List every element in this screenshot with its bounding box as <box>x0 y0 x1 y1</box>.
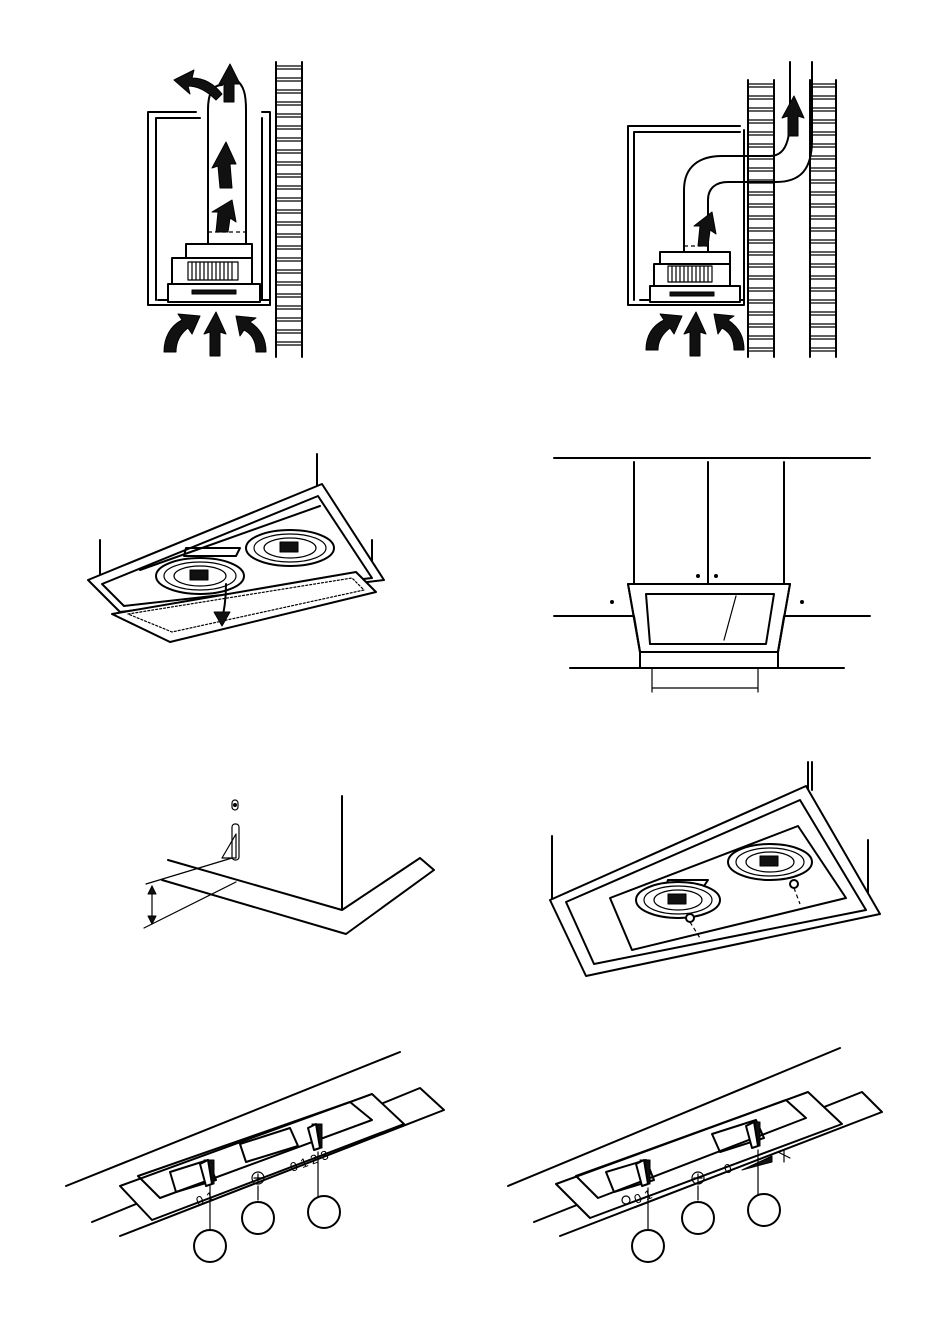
duct-rib <box>276 258 302 261</box>
duct-rib <box>748 156 774 159</box>
duct-rib <box>748 168 774 171</box>
duct-rib <box>810 216 836 219</box>
duct-rib <box>810 84 836 87</box>
cabinet-cutout-mounting-figure <box>554 458 870 692</box>
duct-rib <box>748 276 774 279</box>
duct-rib <box>810 168 836 171</box>
duct-rib <box>748 288 774 291</box>
duct-rib <box>276 138 302 141</box>
airflow-arrow-icon <box>164 64 266 356</box>
duct-rib <box>276 318 302 321</box>
callout-circle <box>682 1202 714 1234</box>
duct-rib <box>276 102 302 105</box>
duct-rib <box>810 240 836 243</box>
extractor-fan-icon <box>650 252 740 302</box>
duct-rib <box>748 84 774 87</box>
duct-rib <box>748 132 774 135</box>
callout-circle <box>632 1230 664 1262</box>
duct-rib <box>810 300 836 303</box>
callout-circle <box>242 1202 274 1234</box>
duct-rib <box>276 222 302 225</box>
indicator-lamp-icon <box>692 1172 704 1184</box>
duct-rib <box>748 108 774 111</box>
duct-rib <box>810 288 836 291</box>
extraction-offset-duct-figure <box>628 62 836 357</box>
height-dimension-icon <box>144 858 236 928</box>
duct-rib <box>810 336 836 339</box>
duct-rib <box>276 126 302 129</box>
duct-rib <box>276 198 302 201</box>
duct-rib <box>810 264 836 267</box>
indicator-lamp-icon <box>252 1172 264 1184</box>
duct-rib <box>748 336 774 339</box>
duct-rib <box>748 144 774 147</box>
control-panel-a-figure: 0 1 0 1 2 3 <box>66 1052 444 1262</box>
duct-rib <box>276 306 302 309</box>
duct-rib <box>276 270 302 273</box>
airflow-arrow-icon <box>646 96 804 356</box>
duct-rib <box>810 108 836 111</box>
duct-rib <box>276 114 302 117</box>
duct-rib <box>748 348 774 351</box>
duct-rib <box>276 234 302 237</box>
duct-rib-group <box>810 84 836 351</box>
duct-rib <box>748 216 774 219</box>
duct-rib <box>276 330 302 333</box>
duct-rib <box>276 150 302 153</box>
duct-rib <box>748 204 774 207</box>
duct-rib <box>276 294 302 297</box>
hood-screw-fixing-figure <box>550 762 880 976</box>
callout-circle <box>748 1194 780 1226</box>
duct-rib <box>748 324 774 327</box>
callout-circle <box>194 1230 226 1262</box>
duct-rib <box>810 324 836 327</box>
duct-rib <box>748 192 774 195</box>
duct-rib <box>810 96 836 99</box>
duct-rib <box>810 348 836 351</box>
duct-rib <box>748 264 774 267</box>
duct-rib <box>748 96 774 99</box>
extractor-fan-icon <box>168 244 260 302</box>
bracket-height-adjustment-figure <box>144 796 434 934</box>
duct-rib <box>810 204 836 207</box>
duct-rib <box>276 162 302 165</box>
cabinet-icon <box>610 462 804 668</box>
duct-rib <box>276 78 302 81</box>
duct-rib <box>748 300 774 303</box>
duct-rib <box>748 120 774 123</box>
duct-rib <box>810 144 836 147</box>
duct-rib <box>276 186 302 189</box>
duct-rib <box>748 228 774 231</box>
duct-rib <box>276 174 302 177</box>
duct-rib <box>810 120 836 123</box>
duct-rib <box>810 192 836 195</box>
grease-filter-removal-figure <box>88 454 384 642</box>
mounting-bracket-icon <box>222 800 239 860</box>
duct-rib <box>810 276 836 279</box>
duct-rib <box>276 66 302 69</box>
callout-circle <box>308 1196 340 1228</box>
duct-rib <box>748 312 774 315</box>
duct-rib <box>276 342 302 345</box>
duct-rib <box>810 312 836 315</box>
duct-rib <box>276 210 302 213</box>
duct-rib-group <box>276 66 302 345</box>
duct-rib <box>810 228 836 231</box>
duct-rib <box>810 156 836 159</box>
duct-rib <box>748 252 774 255</box>
duct-rib <box>276 246 302 249</box>
control-panel-b-figure: 0 1 0 <box>508 1048 882 1262</box>
duct-rib <box>276 90 302 93</box>
duct-rib <box>810 132 836 135</box>
duct-rib-group <box>748 84 774 351</box>
duct-rib <box>276 282 302 285</box>
duct-rib <box>810 180 836 183</box>
duct-rib <box>748 240 774 243</box>
duct-rib <box>810 252 836 255</box>
